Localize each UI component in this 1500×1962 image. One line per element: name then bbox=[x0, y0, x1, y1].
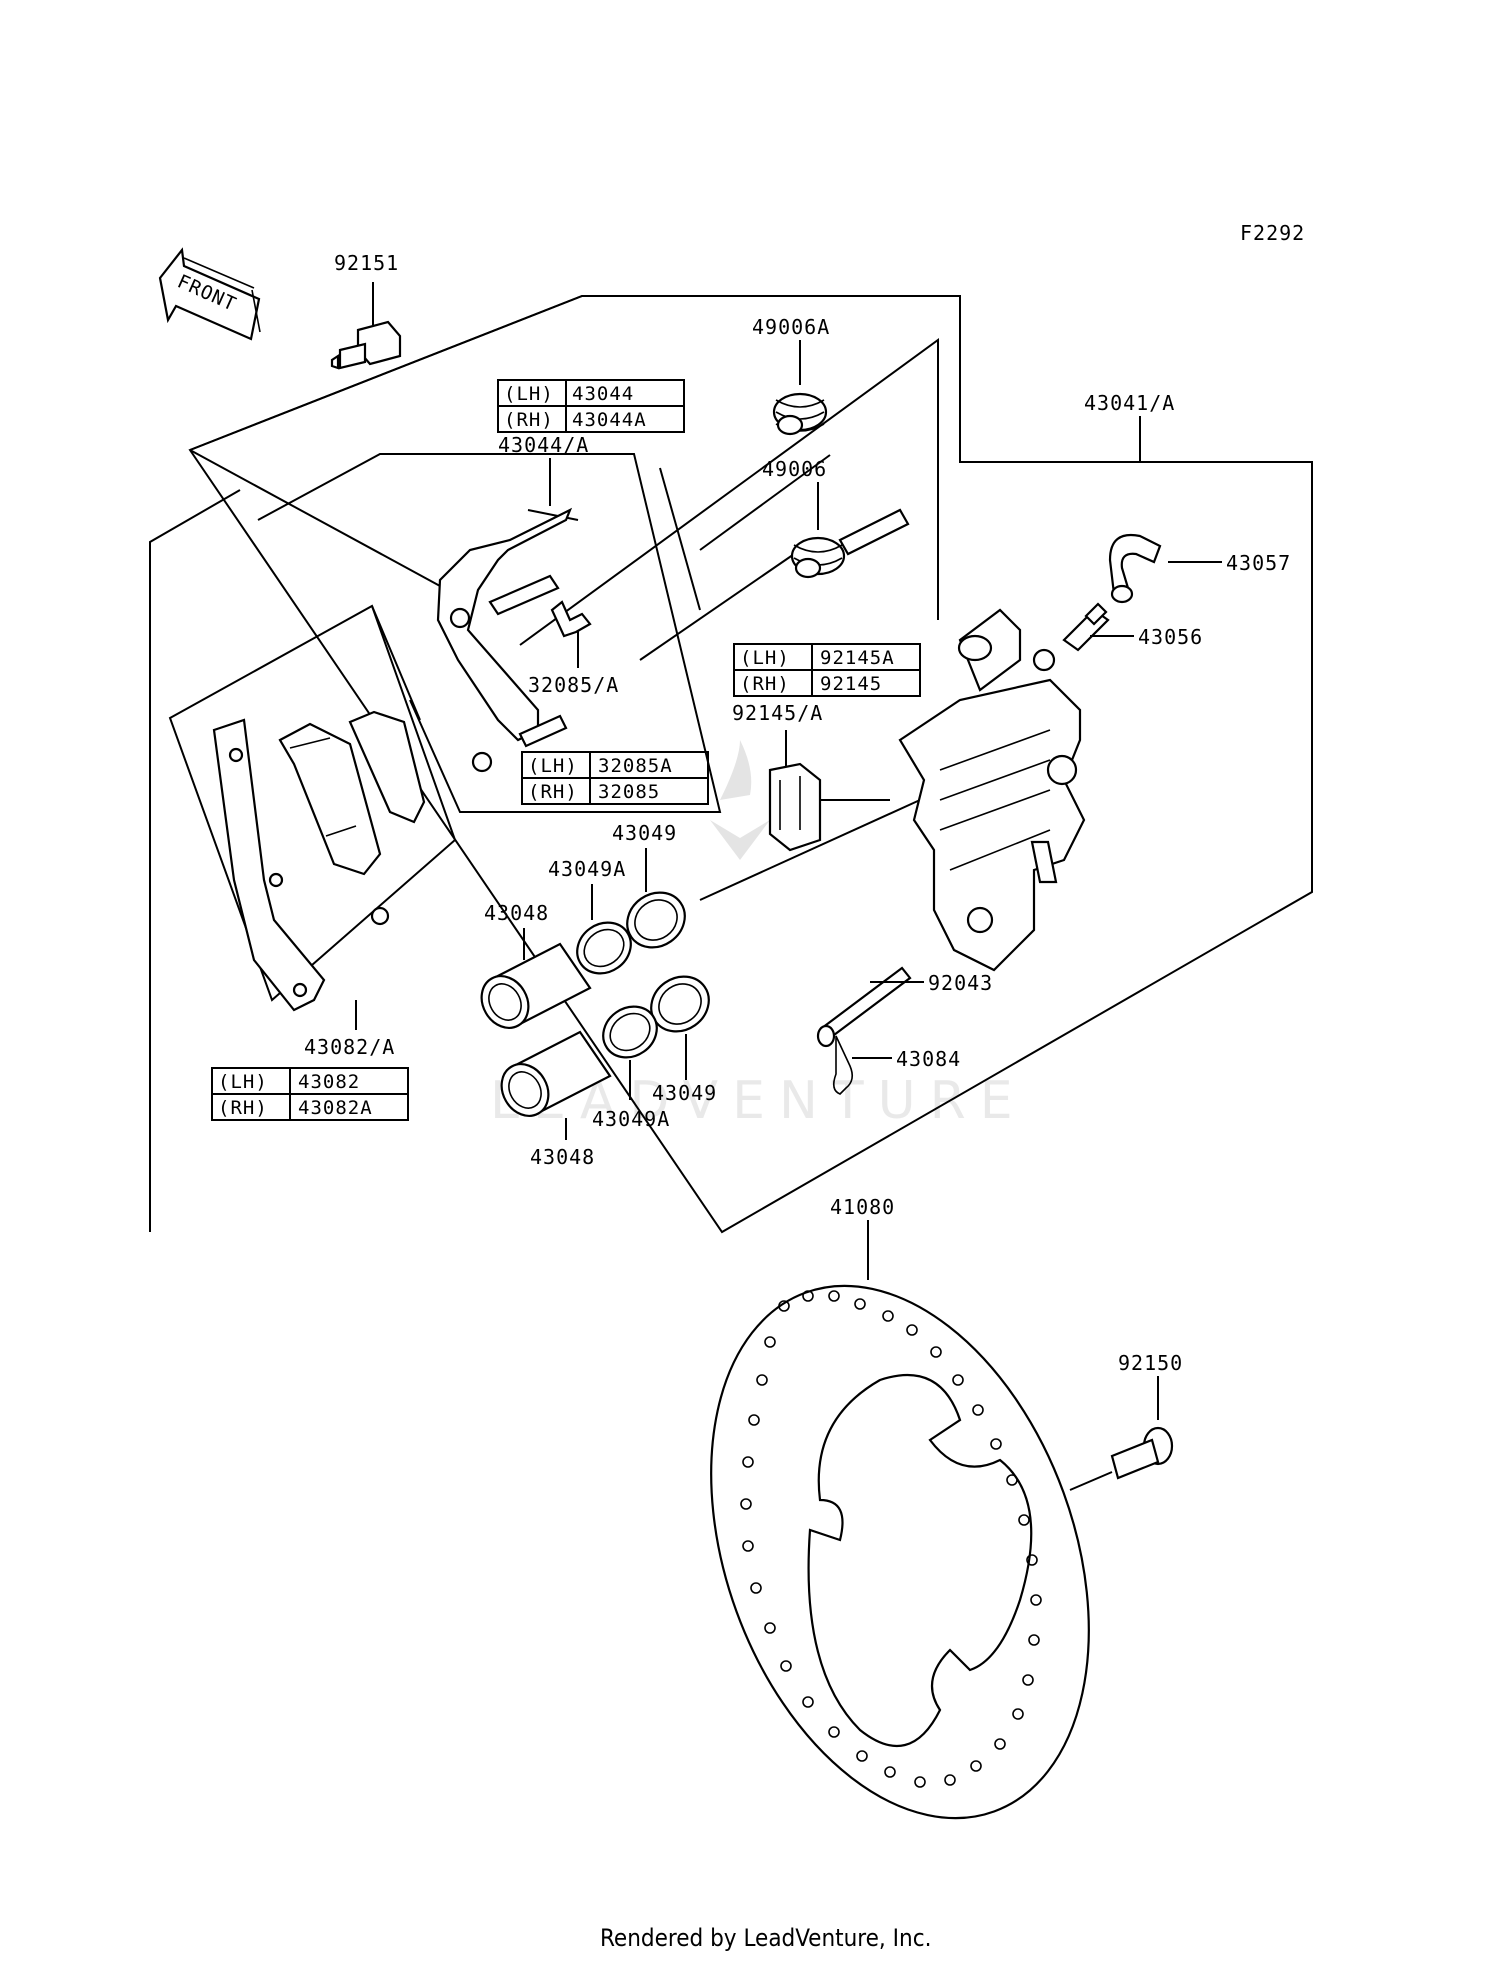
brake-disc-41080: 41080 bbox=[710, 1195, 1090, 1820]
caliper-assy-43041A: 43041/A bbox=[1084, 391, 1175, 462]
label-32085A: 32085/A bbox=[528, 673, 619, 697]
cotter-pin-43084: 43084 bbox=[832, 1035, 961, 1095]
pistons-43048: 43048 43048 bbox=[480, 901, 612, 1169]
t92145-r0c1: 92145A bbox=[820, 647, 895, 669]
t43082-r1c0: (RH) bbox=[218, 1097, 268, 1119]
clip-32085A: 32085/A bbox=[528, 600, 619, 697]
t43044-r0c1: 43044 bbox=[572, 383, 634, 405]
label-43082A: 43082/A bbox=[304, 1035, 395, 1059]
t32085-r0c0: (LH) bbox=[528, 755, 578, 777]
t43044-r0c0: (LH) bbox=[504, 383, 554, 405]
label-92150: 92150 bbox=[1118, 1351, 1183, 1375]
t92145-r0c0: (LH) bbox=[740, 647, 790, 669]
label-49006: 49006 bbox=[762, 457, 827, 481]
label-41080: 41080 bbox=[830, 1195, 895, 1219]
seals-43049: 43049 43049A 43049 43049A bbox=[548, 821, 717, 1131]
label-92145A: 92145/A bbox=[732, 701, 823, 725]
bracket-region-outline bbox=[257, 453, 722, 813]
cap-43057: 43057 bbox=[1108, 533, 1291, 604]
t43082-r1c1: 43082A bbox=[298, 1097, 373, 1119]
label-43049-bot: 43049 bbox=[652, 1081, 717, 1105]
label-49006A: 49006A bbox=[752, 315, 830, 339]
label-43048-bot: 43048 bbox=[530, 1145, 595, 1169]
t32085-r1c1: 32085 bbox=[598, 781, 660, 803]
t43082-r0c1: 43082 bbox=[298, 1071, 360, 1093]
t43044-r1c1: 43044A bbox=[572, 409, 647, 431]
label-92151: 92151 bbox=[334, 251, 399, 275]
pad-set-outline bbox=[168, 604, 457, 1002]
label-43084: 43084 bbox=[896, 1047, 961, 1071]
pin-92043: 92043 bbox=[816, 966, 993, 1048]
label-43056: 43056 bbox=[1138, 625, 1203, 649]
caliper-body bbox=[898, 608, 1086, 972]
bolt-92150: 92150 bbox=[1069, 1351, 1183, 1491]
table-92145: (LH) 92145A (RH) 92145 bbox=[733, 643, 921, 697]
front-arrow-icon: FRONT bbox=[158, 247, 261, 341]
spring-92145A: 92145/A bbox=[732, 701, 890, 852]
diagram-code: F2292 bbox=[1240, 221, 1305, 245]
leader-lines bbox=[189, 338, 939, 901]
t32085-r0c1: 32085A bbox=[598, 755, 673, 777]
t43044-r1c0: (RH) bbox=[504, 409, 554, 431]
bolt-92151: 92151 bbox=[330, 251, 402, 370]
boot-49006: 49006 bbox=[762, 457, 910, 579]
t32085-r1c0: (RH) bbox=[528, 781, 578, 803]
label-43048-top: 43048 bbox=[484, 901, 549, 925]
t92145-r1c0: (RH) bbox=[740, 673, 790, 695]
label-43044A: 43044/A bbox=[498, 433, 589, 457]
table-32085: (LH) 32085A (RH) 32085 bbox=[521, 751, 709, 805]
brake-pads-43082A: 43082/A bbox=[212, 710, 426, 1059]
label-43041A: 43041/A bbox=[1084, 391, 1175, 415]
bracket-43044A: 43044/A bbox=[436, 433, 589, 773]
footer-credit: Rendered by LeadVenture, Inc. bbox=[600, 1924, 931, 1952]
t92145-r1c1: 92145 bbox=[820, 673, 882, 695]
caliper-assembly-outline bbox=[149, 295, 1313, 1234]
table-43044: (LH) 43044 (RH) 43044A bbox=[497, 379, 685, 433]
bleeder-43056: 43056 bbox=[1062, 602, 1203, 652]
label-43049A-top: 43049A bbox=[548, 857, 626, 881]
label-43049-top: 43049 bbox=[612, 821, 677, 845]
label-92043: 92043 bbox=[928, 971, 993, 995]
label-43057: 43057 bbox=[1226, 551, 1291, 575]
table-43082: (LH) 43082 (RH) 43082A bbox=[211, 1067, 409, 1121]
boot-49006A: 49006A bbox=[752, 315, 830, 436]
label-43049A-bot: 43049A bbox=[592, 1107, 670, 1131]
t43082-r0c0: (LH) bbox=[218, 1071, 268, 1093]
